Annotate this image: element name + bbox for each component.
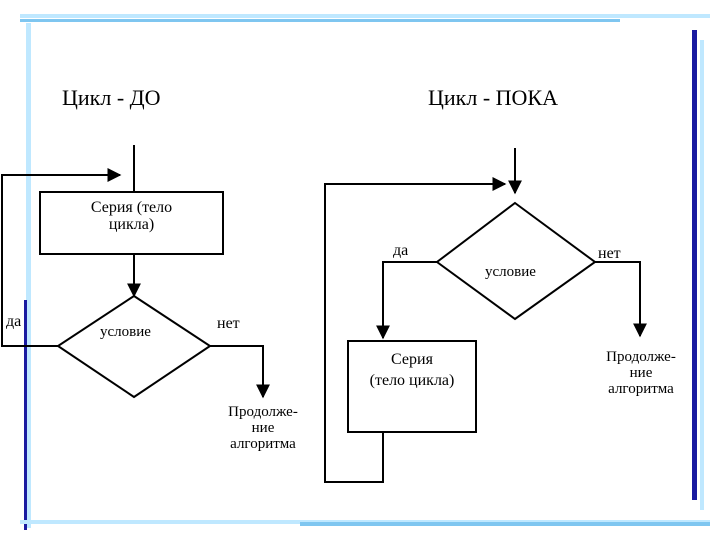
while-continue-line2: ние [629, 364, 653, 381]
while-continue-text: Продолже- ние алгоритма [585, 349, 697, 397]
while-body-line2: (тело цикла) [369, 371, 455, 389]
left-stripe-light [26, 23, 31, 528]
do-body-line1: Серия (тело [90, 199, 173, 216]
do-loop-title: Цикл - ДО [62, 85, 161, 110]
do-continue-line1: Продолже- [228, 404, 298, 420]
do-yes-loop-back-arrow [1, 168, 122, 347]
do-continue-line3: алгоритма [230, 435, 296, 452]
do-condition-label: условие [100, 324, 151, 340]
while-body-line1: Серия [391, 351, 433, 368]
do-no-label: нет [217, 315, 240, 332]
while-no-label: нет [598, 245, 621, 262]
while-loop-back-arrow [324, 177, 507, 483]
while-no-exit-arrow [595, 261, 647, 338]
top-stripe-light [20, 14, 710, 18]
while-condition-diamond [435, 201, 597, 321]
bottom-stripe-mid [300, 522, 710, 526]
while-continue-line1: Продолже- [606, 349, 676, 365]
while-yes-label: да [393, 242, 409, 259]
right-stripe-light [700, 40, 704, 510]
do-body-text: Серия (тело цикла) [40, 199, 223, 234]
do-body-line2: цикла) [108, 215, 155, 233]
do-body-box [39, 191, 224, 255]
do-no-exit-arrow [210, 345, 270, 399]
while-body-text: Серия (тело цикла) [348, 351, 476, 390]
do-condition-diamond [56, 294, 212, 399]
while-yes-arrow [376, 261, 437, 340]
while-continue-line3: алгоритма [608, 380, 674, 397]
do-yes-label: да [6, 313, 22, 330]
top-stripe-mid [20, 19, 620, 22]
do-continue-text: Продолже- ние алгоритма [207, 404, 319, 452]
while-condition-label: условие [485, 264, 536, 280]
do-continue-line2: ние [251, 419, 275, 436]
right-stripe-accent [692, 30, 697, 500]
while-loop-title: Цикл - ПОКА [428, 85, 558, 110]
while-body-box [347, 340, 477, 433]
left-stripe-accent [24, 300, 27, 530]
